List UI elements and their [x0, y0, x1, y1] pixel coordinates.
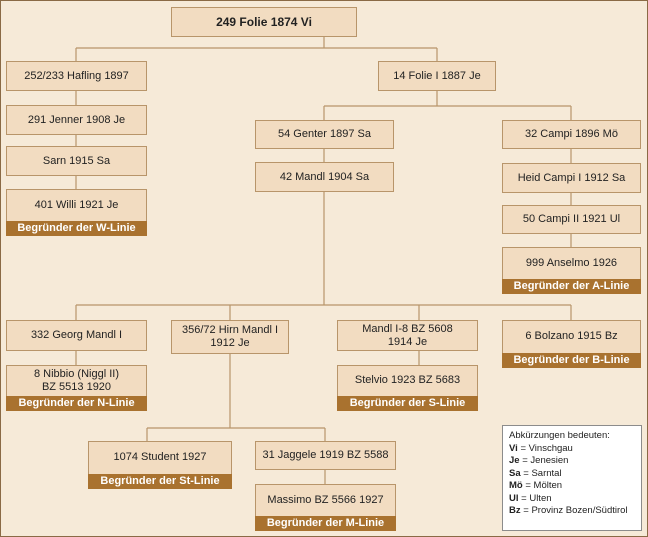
line-founder-badge: Begründer der St-Linie	[88, 474, 232, 489]
node-999-anselmo: 999 Anselmo 1926 Begründer der A-Linie	[502, 247, 641, 294]
node-mandl-i-8: Mandl I-8 BZ 5608 1914 Je	[337, 320, 478, 351]
node-title: Massimo BZ 5566 1927	[267, 493, 384, 506]
node-title: 50 Campi II 1921 Ul	[522, 213, 621, 225]
node-249-folie: 249 Folie 1874 Vi	[171, 7, 357, 37]
line-founder-badge: Begründer der S-Linie	[337, 396, 478, 411]
node-title-line-2: 1912 Je	[210, 337, 250, 349]
line-founder-badge: Begründer der N-Linie	[6, 396, 147, 411]
node-title: 249 Folie 1874 Vi	[216, 14, 312, 29]
legend-row: Je = Jenesien	[509, 455, 569, 466]
node-401-willi: 401 Willi 1921 Je Begründer der W-Linie	[6, 189, 147, 236]
node-title-line-1: 356/72 Hirn Mandl I	[182, 324, 278, 336]
legend-meaning: Ulten	[529, 492, 552, 504]
line-founder-badge: Begründer der A-Linie	[502, 279, 641, 294]
legend-meaning: Mölten	[533, 480, 563, 491]
line-founder-badge: Begründer der W-Linie	[6, 221, 147, 236]
node-title: Stelvio 1923 BZ 5683	[354, 374, 461, 386]
node-31-jaggele: 31 Jaggele 1919 BZ 5588	[255, 441, 396, 470]
node-356-hirn-mandl: 356/72 Hirn Mandl I 1912 Je	[171, 320, 289, 354]
node-54-genter: 54 Genter 1897 Sa	[255, 120, 394, 149]
abbreviation-legend: Abkürzungen bedeuten: Vi = Vinschgau Je …	[502, 425, 642, 531]
node-title: 31 Jaggele 1919 BZ 5588	[262, 449, 389, 461]
node-title-line-1: 8 Nibbio (Niggl II)	[34, 367, 119, 380]
legend-meaning: Jenesien	[530, 455, 569, 466]
node-title-line-2: 1914 Je	[387, 335, 428, 348]
node-title-line-2: BZ 5513 1920	[41, 380, 112, 393]
node-title-line-1: Mandl I-8 BZ 5608	[362, 322, 453, 335]
legend-meaning: Provinz Bozen/Südtirol	[531, 505, 628, 516]
legend-abbr: Mö	[509, 480, 523, 491]
connector-mandl-branch	[75, 192, 572, 320]
node-252-hafling: 252/233 Hafling 1897	[6, 61, 147, 91]
legend-abbr: Ul	[509, 492, 519, 504]
legend-row: Bz = Provinz Bozen/Südtirol	[509, 505, 628, 516]
node-heid-campi: Heid Campi I 1912 Sa	[502, 163, 641, 193]
node-title: 356/72 Hirn Mandl I 1912 Je	[172, 321, 288, 353]
node-title: 6 Bolzano 1915 Bz	[525, 330, 618, 342]
node-title: 1074 Student 1927	[113, 451, 207, 463]
node-1074-student: 1074 Student 1927 Begründer der St-Linie	[88, 441, 232, 489]
line-founder-badge: Begründer der B-Linie	[502, 353, 641, 368]
node-8-nibbio: 8 Nibbio (Niggl II) BZ 5513 1920 Begründ…	[6, 365, 147, 411]
legend-abbr: Je	[509, 455, 520, 466]
node-6-bolzano: 6 Bolzano 1915 Bz Begründer der B-Linie	[502, 320, 641, 368]
line-founder-badge: Begründer der M-Linie	[255, 516, 396, 531]
node-title: 42 Mandl 1904 Sa	[279, 170, 370, 183]
node-title: 54 Genter 1897 Sa	[278, 128, 371, 140]
node-title: Sarn 1915 Sa	[42, 154, 111, 167]
node-massimo: Massimo BZ 5566 1927 Begründer der M-Lin…	[255, 484, 396, 531]
legend-title: Abkürzungen bedeuten:	[509, 430, 610, 441]
node-title: Heid Campi I 1912 Sa	[517, 171, 626, 184]
legend-abbr: Sa	[509, 467, 521, 479]
node-title: 14 Folie I 1887 Je	[393, 69, 481, 82]
node-32-campi: 32 Campi 1896 Mö	[502, 120, 641, 149]
legend-row: Sa = Sarntal	[509, 467, 562, 479]
legend-meaning: Sarntal	[531, 467, 562, 479]
connector-hirn-branch	[146, 354, 326, 441]
node-291-jenner: 291 Jenner 1908 Je	[6, 105, 147, 135]
node-42-mandl: 42 Mandl 1904 Sa	[255, 162, 394, 192]
node-stelvio: Stelvio 1923 BZ 5683 Begründer der S-Lin…	[337, 365, 478, 411]
node-332-georg-mandl: 332 Georg Mandl I	[6, 320, 147, 351]
legend-row: Mö = Mölten	[509, 480, 563, 491]
node-50-campi: 50 Campi II 1921 Ul	[502, 205, 641, 234]
node-title: 32 Campi 1896 Mö	[525, 128, 618, 140]
node-title: Mandl I-8 BZ 5608 1914 Je	[338, 321, 477, 350]
connector-folie-branch	[323, 91, 572, 120]
node-title: 291 Jenner 1908 Je	[27, 113, 126, 126]
legend-row: Vi = Vinschgau	[509, 442, 573, 454]
node-title: 252/233 Hafling 1897	[24, 69, 129, 82]
legend-row: Ul = Ulten	[509, 492, 552, 504]
legend-meaning: Vinschgau	[528, 442, 573, 454]
node-title: 401 Willi 1921 Je	[34, 198, 119, 211]
node-title: 8 Nibbio (Niggl II) BZ 5513 1920	[7, 366, 146, 395]
node-title: 332 Georg Mandl I	[30, 329, 123, 341]
node-title: 999 Anselmo 1926	[525, 256, 618, 269]
legend-abbr: Bz	[509, 505, 521, 516]
legend-abbr: Vi	[509, 442, 518, 454]
node-sarn: Sarn 1915 Sa	[6, 146, 147, 176]
node-14-folie: 14 Folie I 1887 Je	[378, 61, 496, 91]
connector-root	[75, 37, 438, 61]
